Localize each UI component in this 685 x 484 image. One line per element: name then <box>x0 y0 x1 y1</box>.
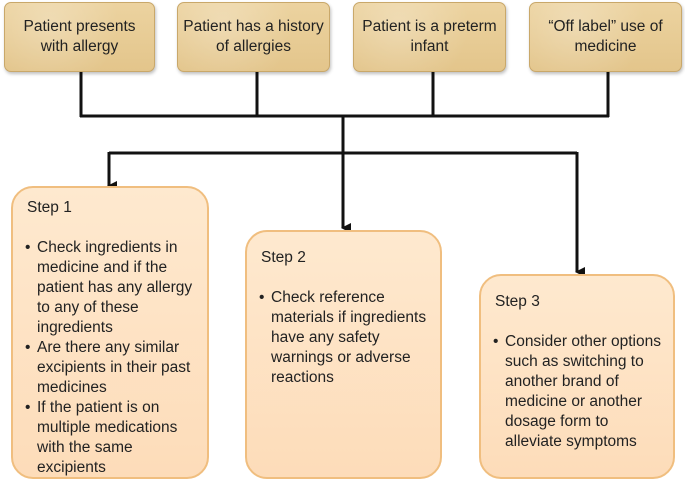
trigger-box-off-label: “Off label” use of medicine <box>529 2 682 72</box>
bullet-item: Check ingredients in medicine and if the… <box>25 238 199 338</box>
bullet-item: Check reference materials if ingredients… <box>259 288 432 388</box>
step-1-box: Step 1 Check ingredients in medicine and… <box>11 186 209 479</box>
trigger-box-allergy: Patient presents with allergy <box>4 2 155 72</box>
step-1-bullets: Check ingredients in medicine and if the… <box>25 238 199 478</box>
trigger-label: Patient is a preterm infant <box>362 18 497 55</box>
bullet-item: Consider other options such as switching… <box>493 332 665 452</box>
trigger-label: Patient has a history of allergies <box>183 18 324 55</box>
step-2-bullets: Check reference materials if ingredients… <box>259 288 432 388</box>
bullet-item: Are there any similar excipients in thei… <box>25 338 199 398</box>
step-3-box: Step 3 Consider other options such as sw… <box>479 274 675 479</box>
trigger-box-history: Patient has a history of allergies <box>177 2 330 72</box>
step-title: Step 2 <box>261 249 306 266</box>
step-title: Step 3 <box>495 293 540 310</box>
step-3-bullets: Consider other options such as switching… <box>493 332 665 452</box>
trigger-label: “Off label” use of medicine <box>548 18 663 55</box>
bullet-item: If the patient is on multiple medication… <box>25 398 199 478</box>
step-2-box: Step 2 Check reference materials if ingr… <box>245 230 442 479</box>
step-title: Step 1 <box>27 199 72 216</box>
trigger-box-preterm: Patient is a preterm infant <box>353 2 506 72</box>
trigger-label: Patient presents with allergy <box>23 18 136 55</box>
